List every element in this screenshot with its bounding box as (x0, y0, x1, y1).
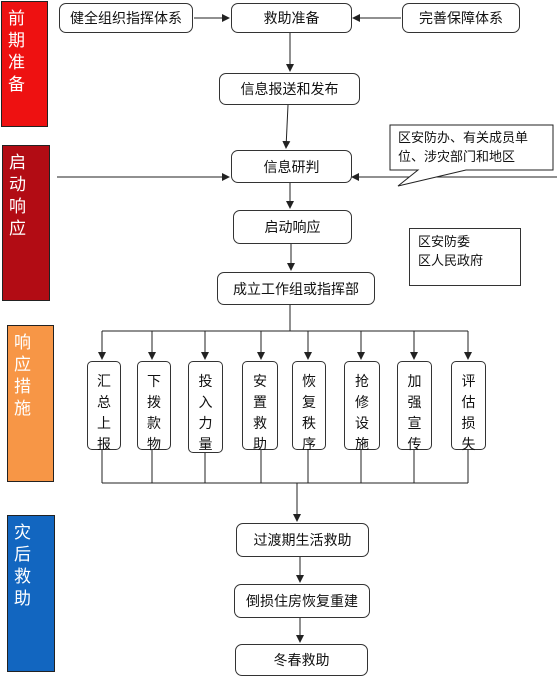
measure-resettle-label: 安 置 救 助 (253, 374, 267, 453)
measure-allocate-funds-label: 下 拨 款 物 (147, 374, 161, 453)
start-response-box: 启动响应 (233, 210, 352, 244)
phase-prep: 前 期 准 备 (1, 1, 48, 127)
house-rebuild-box: 倒损住房恢复重建 (234, 584, 370, 618)
phase-prep-label: 前 期 准 备 (8, 9, 25, 95)
phase-start-response-label: 启 动 响 应 (9, 153, 26, 239)
phase-measures-label: 响 应 措 施 (14, 333, 31, 419)
phase-start-response: 启 动 响 应 (2, 145, 50, 301)
callout-bubble (389, 124, 554, 187)
measure-deploy-forces-label: 投 入 力 量 (198, 374, 213, 453)
measure-repair-facilities-label: 抢 修 设 施 (355, 374, 369, 453)
info-publish-box: 信息报送和发布 (219, 73, 360, 105)
measure-restore-order: 恢 复 秩 序 (292, 361, 326, 453)
measure-report: 汇 总 上 报 (87, 361, 121, 453)
support-system-box: 完善保障体系 (402, 3, 520, 33)
phase-post-disaster-label: 灾 后 救 助 (14, 523, 31, 609)
authority-box: 区安防委 区人民政府 (409, 228, 521, 286)
phase-post-disaster: 灾 后 救 助 (7, 515, 55, 672)
set-up-team-box: 成立工作组或指挥部 (217, 272, 375, 305)
measure-deploy-forces: 投 入 力 量 (188, 361, 223, 453)
measure-restore-order-label: 恢 复 秩 序 (302, 374, 316, 453)
transition-relief-box: 过渡期生活救助 (236, 523, 369, 557)
measure-report-label: 汇 总 上 报 (97, 374, 111, 453)
measure-publicity-label: 加 强 宣 传 (407, 374, 422, 453)
measure-publicity: 加 强 宣 传 (397, 361, 432, 453)
measure-repair-facilities: 抢 修 设 施 (344, 361, 380, 453)
callout-text: 区安防办、有关成员单 位、涉灾部门和地区 (398, 131, 529, 165)
measure-allocate-funds: 下 拨 款 物 (137, 361, 171, 453)
measure-resettle: 安 置 救 助 (242, 361, 278, 453)
measure-assess-loss: 评 估 损 失 (451, 361, 486, 453)
org-system-box: 健全组织指挥体系 (59, 3, 193, 33)
winter-relief-box: 冬春救助 (235, 644, 368, 676)
info-judge-box: 信息研判 (231, 150, 352, 183)
rescue-prep-box: 救助准备 (231, 3, 352, 33)
authority-text: 区安防委 区人民政府 (418, 235, 484, 269)
phase-measures: 响 应 措 施 (7, 325, 54, 482)
measure-assess-loss-label: 评 估 损 失 (461, 374, 476, 453)
